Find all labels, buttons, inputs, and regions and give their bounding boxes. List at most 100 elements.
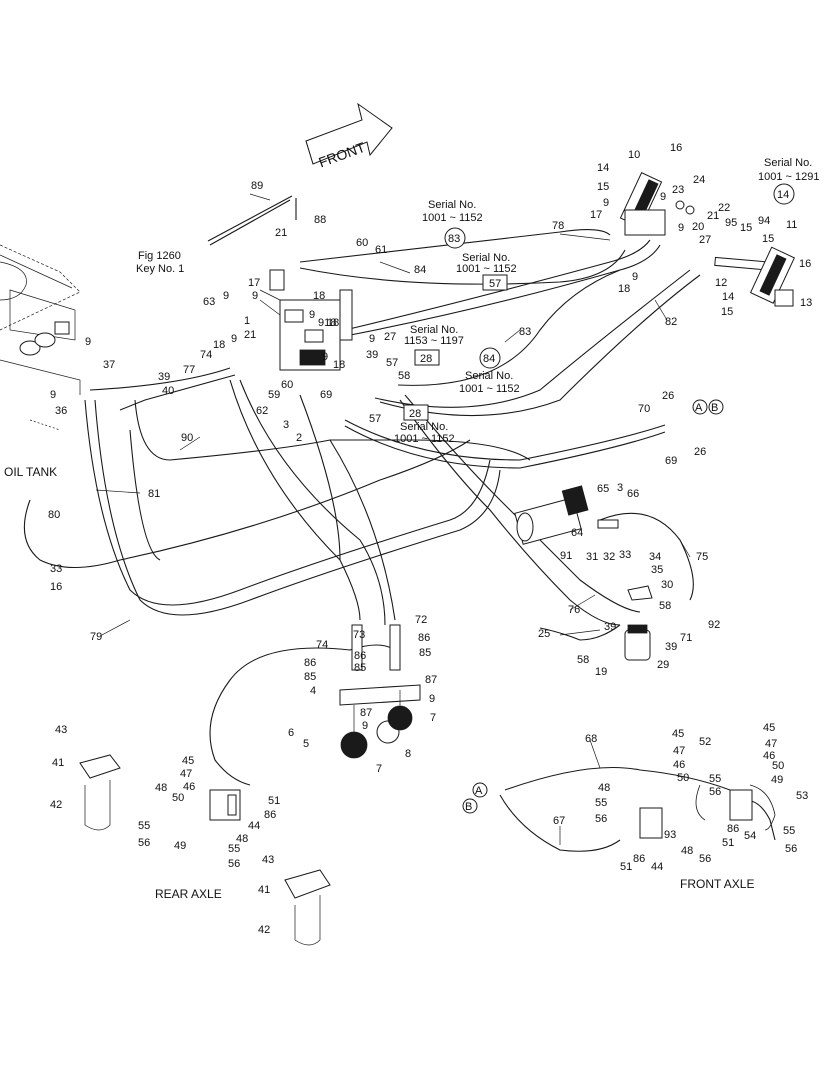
callout-55: 55 <box>709 773 721 785</box>
callout-22: 22 <box>718 202 730 214</box>
callout-26: 26 <box>662 390 674 402</box>
callout-50: 50 <box>677 772 689 784</box>
callout-50: 50 <box>172 792 184 804</box>
callout-86: 86 <box>304 657 316 669</box>
callout-9: 9 <box>632 271 638 283</box>
callout-82: 82 <box>665 316 677 328</box>
callout-5: 5 <box>303 738 309 750</box>
callout-47: 47 <box>180 768 192 780</box>
callout-9: 9 <box>369 333 375 345</box>
callout-18: 18 <box>313 290 325 302</box>
callout-87: 87 <box>425 674 437 686</box>
callout-18: 18 <box>333 359 345 371</box>
callout-19: 19 <box>595 666 607 678</box>
callout-75: 75 <box>696 551 708 563</box>
callout-81: 81 <box>148 488 160 500</box>
callout-39: 39 <box>665 641 677 653</box>
rear-axle-label: REAR AXLE <box>155 887 222 901</box>
front-axle-parts <box>639 784 776 839</box>
callout-67: 67 <box>553 815 565 827</box>
callout-86: 86 <box>727 823 739 835</box>
serial-note-4-line2: 1001 ~ 1152 <box>459 383 520 395</box>
callout-76: 76 <box>568 604 580 616</box>
callout-13: 13 <box>800 297 812 309</box>
serial-note-6-line1: Serial No. <box>764 157 812 169</box>
callout-85: 85 <box>354 662 366 674</box>
callout-40: 40 <box>162 385 174 397</box>
callout-26: 26 <box>694 446 706 458</box>
callout-72: 72 <box>415 614 427 626</box>
callout-17: 17 <box>248 277 260 289</box>
callout-93: 93 <box>664 829 676 841</box>
callout-55: 55 <box>138 820 150 832</box>
callout-48: 48 <box>681 845 693 857</box>
callout-42: 42 <box>50 799 62 811</box>
callout-53: 53 <box>796 790 808 802</box>
callout-55: 55 <box>228 843 240 855</box>
callout-34: 34 <box>649 551 661 563</box>
callout-9: 9 <box>678 222 684 234</box>
callout-73: 73 <box>353 629 365 641</box>
callout-27: 27 <box>699 234 711 246</box>
callout-36: 36 <box>55 405 67 417</box>
callout-9: 9 <box>252 290 258 302</box>
callout-68: 68 <box>585 733 597 745</box>
callout-70: 70 <box>638 403 650 415</box>
callout-1: 1 <box>244 315 250 327</box>
callout-57: 57 <box>386 357 398 369</box>
connector-b-upper: B <box>711 402 718 414</box>
callout-21: 21 <box>275 227 287 239</box>
filter-29 <box>624 624 651 661</box>
callout-9: 9 <box>603 197 609 209</box>
callout-92: 92 <box>708 619 720 631</box>
callout-84: 84 <box>414 264 426 276</box>
callout-94: 94 <box>758 215 770 227</box>
callout-45: 45 <box>763 722 775 734</box>
callout-44: 44 <box>248 820 260 832</box>
brake-pedal <box>619 172 796 307</box>
part-callouts: 89 88 21 60 61 63 9 17 9 18 1 21 18 9 91… <box>48 142 812 936</box>
callout-58: 58 <box>577 654 589 666</box>
callout-9: 9 <box>362 720 368 732</box>
callout-48: 48 <box>236 833 248 845</box>
callout-16: 16 <box>670 142 682 154</box>
serial-note-5-line1: Serial No. <box>400 421 448 433</box>
callout-90: 90 <box>181 432 193 444</box>
callout-18: 18 <box>618 283 630 295</box>
callout-11: 11 <box>786 219 797 231</box>
oil-tank-label: OIL TANK <box>4 465 57 479</box>
callout-45: 45 <box>182 755 194 767</box>
callout-25: 25 <box>538 628 550 640</box>
front-axle-label: FRONT AXLE <box>680 877 754 891</box>
serial-note-5-line2: 1001 ~ 1152 <box>394 433 455 445</box>
callout-15: 15 <box>721 306 733 318</box>
callout-4: 4 <box>310 685 316 697</box>
callout-56: 56 <box>785 843 797 855</box>
callout-47: 47 <box>765 738 777 750</box>
callout-9: 9 <box>322 351 328 363</box>
serial-note-1-line1: Serial No. <box>428 199 476 211</box>
callout-39: 39 <box>604 621 616 633</box>
boxed-references: 57 28 28 <box>403 274 508 421</box>
ref-14: 14 <box>777 189 789 201</box>
callout-57: 57 <box>369 413 381 425</box>
callout-87: 87 <box>360 707 372 719</box>
callout-54: 54 <box>744 830 756 842</box>
callout-12: 12 <box>715 277 727 289</box>
callout-77: 77 <box>183 364 195 376</box>
callout-63: 63 <box>203 296 215 308</box>
callout-7: 7 <box>376 763 382 775</box>
callout-80: 80 <box>48 509 60 521</box>
callout-50: 50 <box>772 760 784 772</box>
callout-86: 86 <box>418 632 430 644</box>
callout-86: 86 <box>354 650 366 662</box>
callout-43: 43 <box>262 854 274 866</box>
callout-17: 17 <box>590 209 602 221</box>
callout-56: 56 <box>699 853 711 865</box>
serial-note-2-line2: 1001 ~ 1152 <box>456 263 517 275</box>
box-28b: 28 <box>409 408 421 420</box>
callout-21: 21 <box>244 329 256 341</box>
connector-a-lower: A <box>475 785 483 797</box>
callout-35: 35 <box>651 564 663 576</box>
callout-27: 27 <box>384 331 396 343</box>
